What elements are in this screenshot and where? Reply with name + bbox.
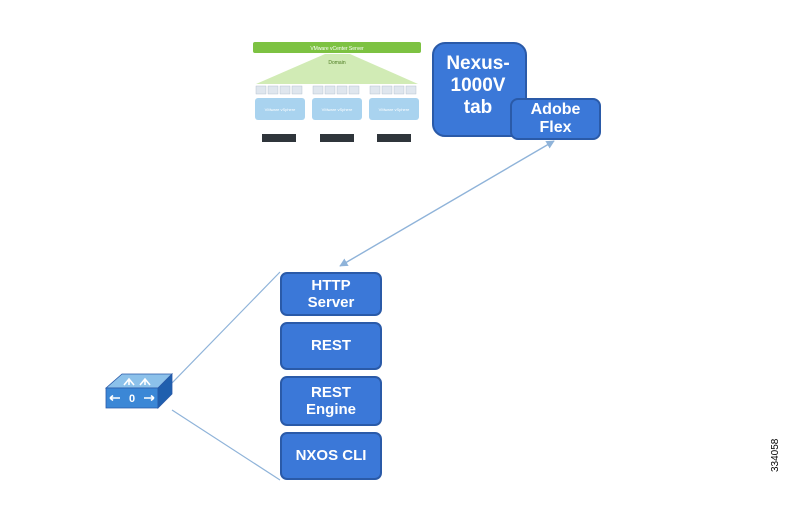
rest-box: REST — [280, 322, 382, 370]
server-icon-2 — [320, 134, 354, 142]
vm-row-1 — [255, 85, 417, 95]
rest-engine-box: REST Engine — [280, 376, 382, 426]
nxos-cli-label: NXOS CLI — [295, 447, 367, 465]
domain-label: Domain — [328, 60, 345, 66]
rest-engine-line-2: Engine — [305, 401, 356, 418]
figure-id: 334058 — [770, 438, 781, 472]
http-line-1: HTTP — [311, 276, 351, 294]
adobe-line-2: Flex — [539, 119, 572, 136]
vcenter-label: VMware vCenter Server — [310, 46, 364, 52]
domain-fan — [256, 54, 418, 84]
adobe-flex-box: Adobe Flex — [510, 98, 601, 140]
switch-label: 0 — [129, 393, 135, 405]
http-server-box: HTTP Server — [280, 272, 382, 316]
arrow-flex-to-http — [339, 140, 555, 267]
nxos-cli-box: NXOS CLI — [280, 432, 382, 480]
hypervisor-bar-1 — [255, 98, 305, 120]
nexus-line-1: Nexus- — [446, 53, 510, 74]
hypervisor-bar-2 — [312, 98, 362, 120]
zoom-line-top — [171, 271, 281, 384]
nexus-line-3: tab — [463, 96, 493, 118]
hypervisor-label-2: VMware vSphere — [322, 107, 353, 112]
server-icon-1 — [262, 134, 296, 142]
rest-engine-line-1: REST — [310, 383, 351, 401]
nexus-line-2: 1000V — [450, 74, 506, 96]
hypervisor-label-1: VMware vSphere — [265, 107, 296, 112]
rest-label: REST — [310, 337, 351, 355]
http-line-2: Server — [307, 294, 355, 311]
network-switch-icon: 0 — [104, 373, 173, 409]
hypervisor-label-3: VMware vSphere — [379, 107, 410, 112]
server-icon-3 — [377, 134, 411, 142]
vmware-architecture-illustration: VMware vCenter Server Domain VMware vSph… — [253, 42, 421, 142]
hypervisor-bar-3 — [369, 98, 419, 120]
adobe-line-1: Adobe — [530, 100, 581, 118]
vcenter-bar — [253, 42, 421, 53]
zoom-line-bottom — [171, 409, 281, 481]
